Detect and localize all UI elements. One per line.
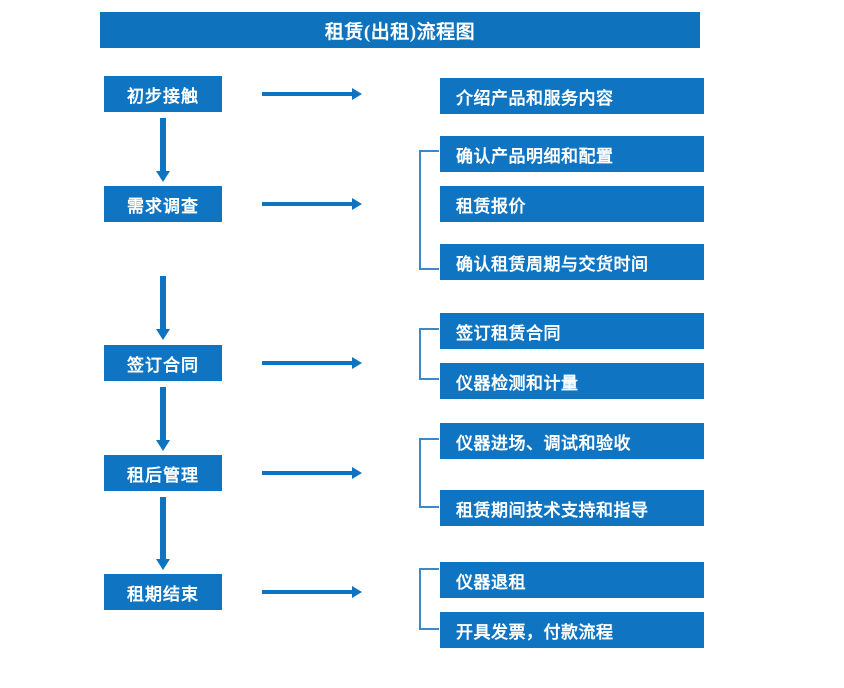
- arrow-shaft: [160, 387, 166, 440]
- arrow-head-icon: [156, 440, 170, 451]
- arrow-shaft: [160, 118, 166, 171]
- detail-node-4-1[interactable]: 仪器进场、调试和验收: [440, 423, 704, 459]
- flow-arrow-down-2: [156, 276, 170, 340]
- arrow-head-icon: [156, 559, 170, 570]
- stage-node-3[interactable]: 签订合同: [104, 345, 222, 381]
- group-bracket-3: [419, 328, 439, 380]
- connector-arrow-right-2: [262, 198, 362, 210]
- arrow-head-icon: [352, 88, 362, 100]
- connector-arrow-right-5: [262, 586, 362, 598]
- detail-node-5-1[interactable]: 仪器退租: [440, 562, 704, 598]
- arrow-shaft: [262, 92, 352, 96]
- arrow-shaft: [160, 276, 166, 329]
- group-bracket-4: [419, 438, 439, 508]
- arrow-shaft: [262, 202, 352, 206]
- detail-node-2-1[interactable]: 确认产品明细和配置: [440, 136, 704, 172]
- flow-arrow-down-4: [156, 497, 170, 570]
- group-bracket-5: [419, 568, 439, 630]
- stage-node-5[interactable]: 租期结束: [104, 574, 222, 610]
- detail-node-2-3[interactable]: 确认租赁周期与交货时间: [440, 244, 704, 280]
- flow-arrow-down-1: [156, 118, 170, 182]
- connector-arrow-right-1: [262, 88, 362, 100]
- connector-arrow-right-4: [262, 467, 362, 479]
- group-bracket-2: [419, 150, 439, 270]
- page-title: 租赁(出租)流程图: [100, 12, 700, 48]
- arrow-head-icon: [352, 586, 362, 598]
- arrow-shaft: [160, 497, 166, 559]
- stage-node-2[interactable]: 需求调查: [104, 186, 222, 222]
- connector-arrow-right-3: [262, 357, 362, 369]
- arrow-head-icon: [352, 357, 362, 369]
- arrow-head-icon: [156, 329, 170, 340]
- arrow-head-icon: [352, 198, 362, 210]
- detail-node-4-2[interactable]: 租赁期间技术支持和指导: [440, 490, 704, 526]
- detail-node-5-2[interactable]: 开具发票，付款流程: [440, 612, 704, 648]
- arrow-shaft: [262, 361, 352, 365]
- detail-node-1-1[interactable]: 介绍产品和服务内容: [440, 78, 704, 114]
- stage-node-1[interactable]: 初步接触: [104, 76, 222, 112]
- flow-arrow-down-3: [156, 387, 170, 451]
- arrow-shaft: [262, 590, 352, 594]
- detail-node-2-2[interactable]: 租赁报价: [440, 186, 704, 222]
- arrow-shaft: [262, 471, 352, 475]
- arrow-head-icon: [156, 171, 170, 182]
- detail-node-3-2[interactable]: 仪器检测和计量: [440, 363, 704, 399]
- detail-node-3-1[interactable]: 签订租赁合同: [440, 313, 704, 349]
- arrow-head-icon: [352, 467, 362, 479]
- stage-node-4[interactable]: 租后管理: [104, 455, 222, 491]
